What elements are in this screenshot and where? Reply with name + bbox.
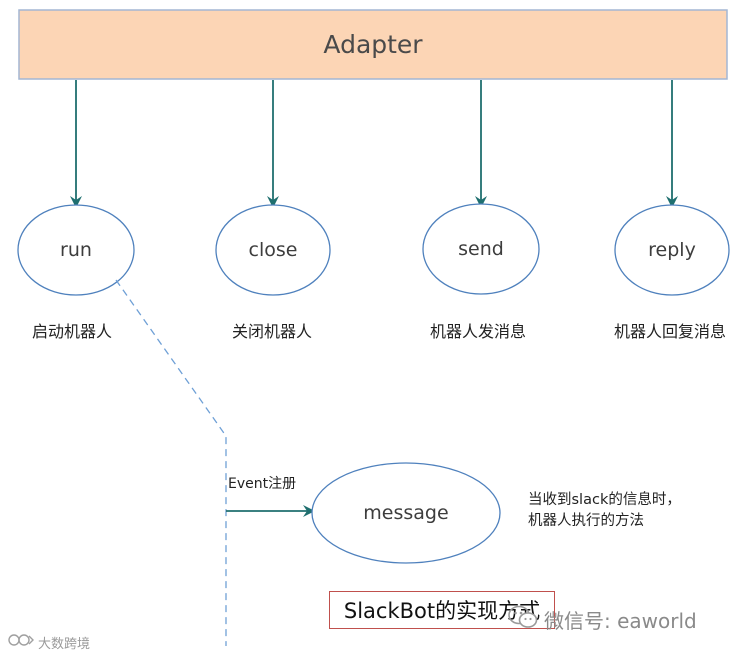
run-ellipse bbox=[17, 204, 135, 296]
adapter-label: Adapter bbox=[323, 30, 423, 59]
reply-caption: 机器人回复消息 bbox=[614, 322, 727, 341]
logo-icon bbox=[8, 632, 34, 652]
reply-label: reply bbox=[648, 239, 696, 261]
watermark-left-text: 大数跨境 bbox=[38, 636, 91, 652]
wechat-icon bbox=[508, 604, 538, 635]
send-label: send bbox=[458, 238, 504, 260]
run-caption: 启动机器人 bbox=[32, 322, 113, 341]
close-ellipse bbox=[215, 204, 331, 296]
reply-ellipse bbox=[614, 204, 730, 296]
watermark-right: 微信号: eaworld bbox=[508, 604, 697, 634]
dashed-connector bbox=[115, 279, 227, 646]
close-label: close bbox=[248, 239, 298, 261]
title-box: SlackBot的实现方式 bbox=[329, 591, 555, 629]
run-label: run bbox=[60, 239, 92, 261]
message-label: message bbox=[363, 502, 449, 524]
message-note-line-1: 当收到slack的信息时， bbox=[528, 492, 681, 508]
message-note-line-2: 机器人执行的方法 bbox=[528, 513, 644, 529]
send-caption: 机器人发消息 bbox=[430, 322, 527, 341]
watermark-left: 大数跨境 bbox=[8, 631, 90, 653]
event-label: Event注册 bbox=[228, 476, 297, 492]
adapter-box bbox=[18, 9, 728, 80]
message-ellipse bbox=[311, 462, 501, 564]
close-caption: 关闭机器人 bbox=[232, 322, 313, 341]
watermark-right-text: 微信号: eaworld bbox=[544, 608, 697, 633]
send-ellipse bbox=[422, 203, 540, 295]
